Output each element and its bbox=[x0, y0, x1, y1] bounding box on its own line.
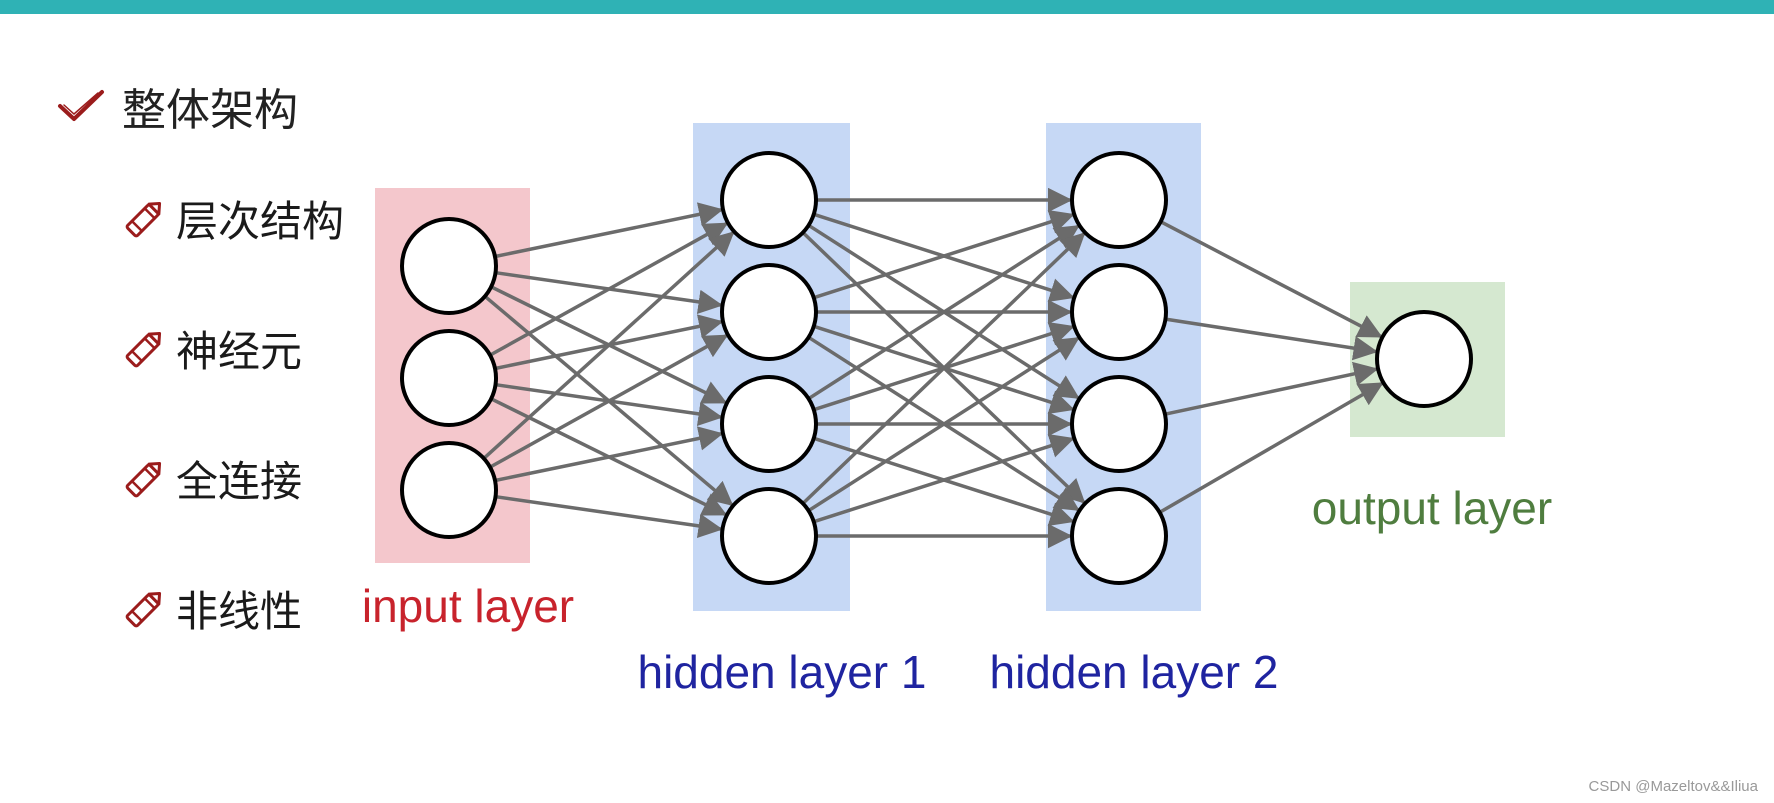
neuron-node bbox=[1070, 375, 1168, 473]
pencil-icon bbox=[125, 331, 162, 367]
top-accent-bar bbox=[0, 0, 1774, 14]
list-item-label: 层次结构 bbox=[176, 197, 345, 246]
section-heading: 整体架构 bbox=[56, 74, 298, 138]
connection-edge bbox=[1165, 317, 1378, 361]
connection-edge bbox=[489, 222, 729, 357]
connection-edge bbox=[482, 231, 735, 460]
layer-label: hidden layer 1 bbox=[638, 646, 927, 698]
neuron-node bbox=[400, 329, 498, 427]
layer-label: hidden layer 2 bbox=[990, 646, 1279, 698]
list-item: 神经元 bbox=[120, 318, 302, 379]
list-item-label: 神经元 bbox=[176, 327, 303, 376]
connection-edge bbox=[813, 433, 1075, 524]
neuron-node bbox=[720, 151, 818, 249]
neuron-node bbox=[720, 487, 818, 585]
neuron-node bbox=[1070, 263, 1168, 361]
layer-label: input layer bbox=[362, 580, 574, 632]
neuron-node bbox=[1375, 310, 1473, 408]
neuron-node bbox=[720, 375, 818, 473]
neuron-node bbox=[400, 441, 498, 539]
connection-edge bbox=[801, 232, 1086, 505]
connection-edge bbox=[807, 336, 1080, 513]
pencil-icon bbox=[125, 461, 162, 497]
connection-edge bbox=[494, 202, 724, 259]
connection-edge bbox=[813, 209, 1075, 300]
neuron-node bbox=[400, 217, 498, 315]
list-item: 非线性 bbox=[120, 578, 302, 639]
pencil-icon bbox=[125, 591, 162, 627]
list-item-label: 全连接 bbox=[176, 457, 303, 506]
list-item: 全连接 bbox=[120, 448, 302, 509]
layer-label: output layer bbox=[1312, 482, 1552, 534]
heading-title: 整体架构 bbox=[122, 85, 298, 136]
watermark: CSDN @Mazeltov&&Iliua bbox=[1588, 778, 1758, 795]
connection-edge bbox=[807, 224, 1080, 401]
connection-edge bbox=[489, 334, 729, 469]
pencil-icon bbox=[125, 201, 162, 237]
list-item-label: 非线性 bbox=[176, 587, 303, 636]
neuron-node bbox=[1070, 487, 1168, 585]
connection-edge bbox=[1159, 220, 1383, 338]
neuron-node bbox=[720, 263, 818, 361]
neuron-node bbox=[1070, 151, 1168, 249]
list-item: 层次结构 bbox=[120, 188, 344, 249]
check-icon bbox=[58, 90, 104, 121]
connection-edge bbox=[1158, 382, 1384, 514]
connection-edge bbox=[495, 494, 723, 539]
connection-edge bbox=[1164, 361, 1379, 416]
connection-edge bbox=[494, 426, 724, 483]
